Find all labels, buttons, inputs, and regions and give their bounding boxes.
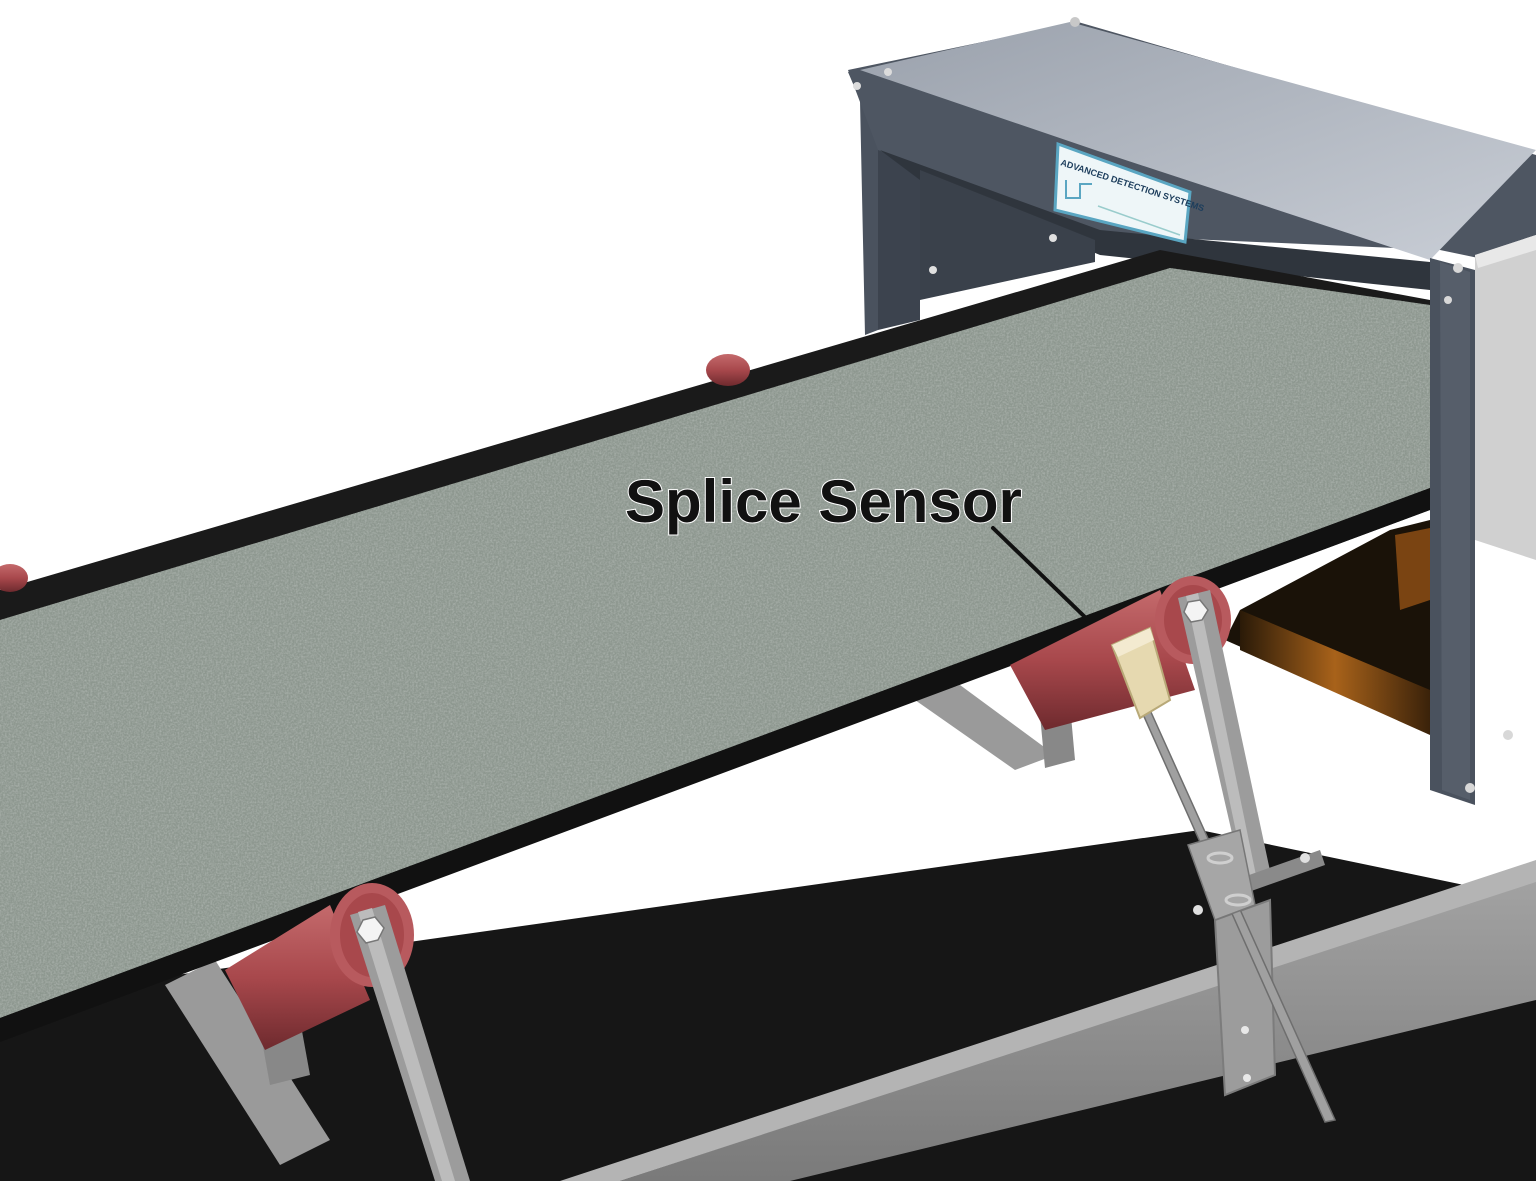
- splice-sensor: [1110, 626, 1337, 1123]
- idler-roller-rear-top: [0, 354, 750, 592]
- idler-bracket-front: [350, 905, 470, 1181]
- metal-detector: [848, 17, 1536, 805]
- conveyor-frame: [0, 830, 1536, 1181]
- splice-sensor-callout: Splice Sensor: [624, 467, 1090, 622]
- idler-bracket-rear: [1178, 590, 1325, 915]
- callout-leader-line: [991, 526, 1090, 622]
- callout-label: Splice Sensor: [625, 468, 1022, 535]
